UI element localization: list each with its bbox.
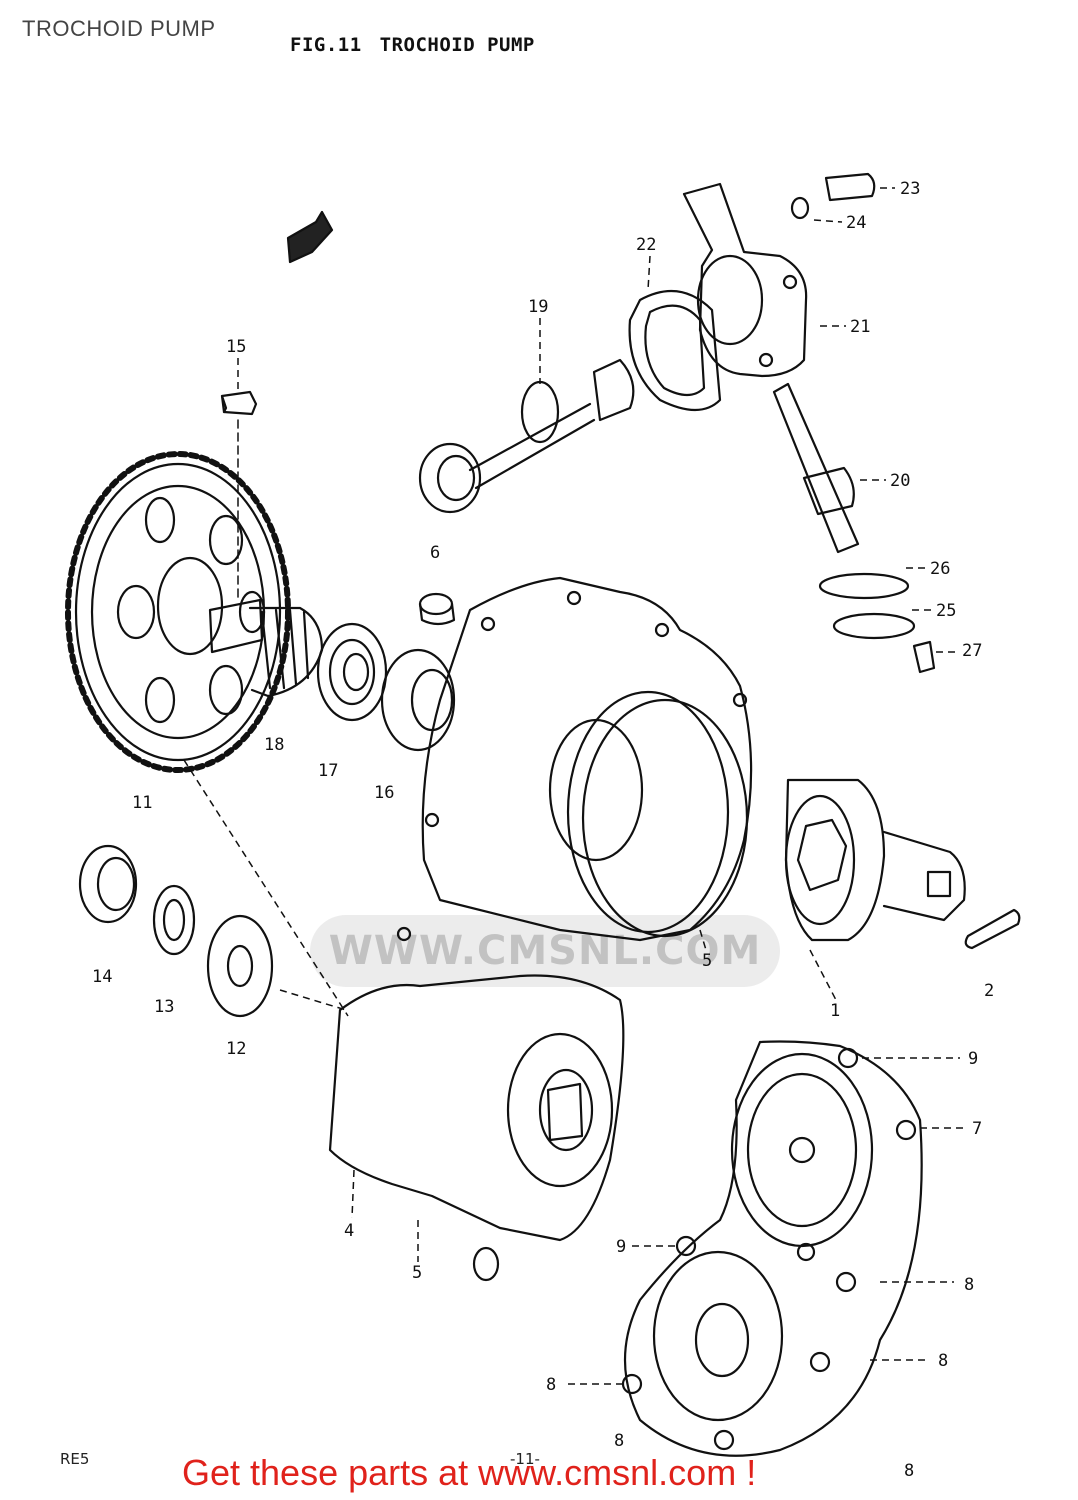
callout-22: 22 xyxy=(636,235,656,255)
callout-15: 15 xyxy=(226,337,246,357)
watermark: WWW.CMSNL.COM xyxy=(310,915,780,987)
dowel-pin-part xyxy=(418,592,456,626)
bolt-23-part xyxy=(824,172,876,202)
gear-housing-part xyxy=(682,182,808,378)
callout-24: 24 xyxy=(846,213,866,233)
page-label: TROCHOID PUMP xyxy=(22,16,216,41)
pump-rotor-part xyxy=(784,778,966,942)
o-ring-part xyxy=(832,612,916,640)
pump-shaft-part xyxy=(208,598,324,698)
figure-number: FIG.11 xyxy=(290,34,362,56)
shop-link-banner[interactable]: Get these parts at www.cmsnl.com ! xyxy=(182,1452,757,1493)
oil-seal-part xyxy=(316,622,388,722)
callout-13: 13 xyxy=(154,997,174,1017)
leader-lines xyxy=(183,187,966,1385)
front-arrow-icon xyxy=(286,210,334,264)
housing-gasket-part xyxy=(628,289,722,411)
figure-title: FIG.11 TROCHOID PUMP xyxy=(290,34,535,56)
figure-caption: TROCHOID PUMP xyxy=(379,34,535,56)
callout-19: 19 xyxy=(528,297,548,317)
callout-4: 4 xyxy=(344,1221,354,1241)
callout-20: 20 xyxy=(890,471,910,491)
driven-gear-part xyxy=(65,451,291,773)
callout-8-a: 8 xyxy=(964,1275,974,1295)
callout-8-e: 8 xyxy=(904,1461,914,1481)
callout-5-lower: 5 xyxy=(412,1263,422,1283)
pump-housing-part xyxy=(396,576,753,942)
pump-cover-part xyxy=(621,1040,923,1457)
callout-17: 17 xyxy=(318,761,338,781)
callout-7: 7 xyxy=(972,1119,982,1139)
callout-18: 18 xyxy=(264,735,284,755)
page-number: -11- xyxy=(510,1450,540,1468)
callout-1: 1 xyxy=(830,1001,840,1021)
callout-26: 26 xyxy=(930,559,950,579)
callout-12: 12 xyxy=(226,1039,246,1059)
callout-6: 6 xyxy=(430,543,440,563)
callout-8-b: 8 xyxy=(938,1351,948,1371)
gasket-plate-part xyxy=(328,974,625,1242)
lock-washer-part xyxy=(152,884,196,956)
callout-9-right: 9 xyxy=(968,1049,978,1069)
callout-23: 23 xyxy=(900,179,920,199)
screw-part xyxy=(912,640,936,674)
bolt-part xyxy=(472,1246,500,1282)
thrust-washer-part xyxy=(818,572,910,600)
callout-14: 14 xyxy=(92,967,112,987)
callout-2: 2 xyxy=(984,981,994,1001)
bearing-part xyxy=(380,648,456,752)
gear-shaft-part xyxy=(772,382,860,554)
callout-21: 21 xyxy=(850,317,870,337)
callout-8-d: 8 xyxy=(614,1431,624,1451)
callout-8-c: 8 xyxy=(546,1375,556,1395)
reference-code: RE5 xyxy=(60,1450,90,1468)
callout-11: 11 xyxy=(132,793,152,813)
callout-27: 27 xyxy=(962,641,982,661)
washer-24-part xyxy=(790,196,810,220)
pin-part xyxy=(964,908,1021,950)
nut-part xyxy=(78,844,138,924)
callout-9-left: 9 xyxy=(616,1237,626,1257)
callout-labels: 23 24 21 22 19 20 26 25 27 15 6 18 17 16… xyxy=(92,179,994,1481)
drive-shaft-part xyxy=(418,358,635,514)
callout-5-upper: 5 xyxy=(702,951,712,971)
callout-16: 16 xyxy=(374,783,394,803)
callout-25: 25 xyxy=(936,601,956,621)
washer-part xyxy=(206,914,274,1018)
key-part xyxy=(220,390,258,416)
